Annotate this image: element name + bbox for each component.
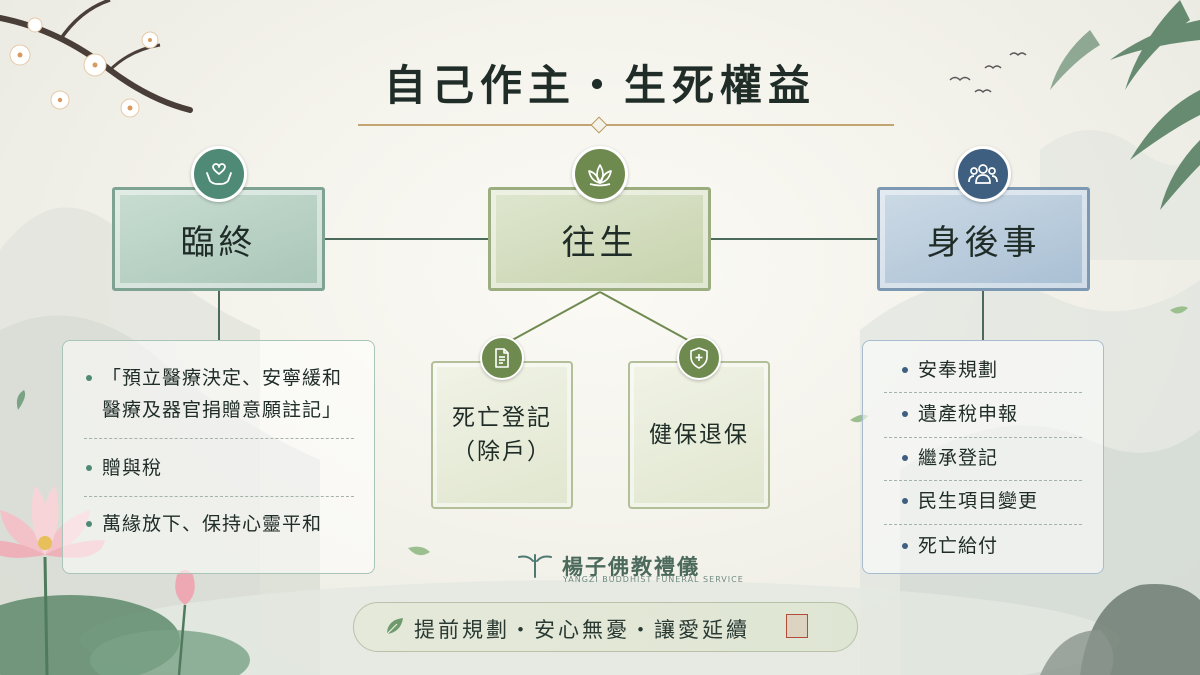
list-item-text: 安奉規劃 [918, 359, 999, 381]
divider [84, 438, 354, 439]
stage-node-dying: 臨終 [112, 187, 325, 291]
lotus-icon [572, 146, 628, 202]
divider [884, 437, 1082, 438]
sub-card-death-registration: 死亡登記 （除戶） [431, 361, 573, 509]
title-divider [358, 124, 894, 126]
list-item: 民生項目變更 [902, 485, 1038, 517]
list-item: 繼承登記 [902, 442, 998, 474]
list-item-text: 醫療及器官捐贈意願註記」 [102, 399, 343, 421]
list-item: 安奉規劃 [902, 354, 998, 386]
list-item: 萬緣放下、保持心靈平和 [86, 508, 366, 540]
list-item-text: 萬緣放下、保持心靈平和 [102, 513, 323, 535]
dying-stage-panel [62, 340, 375, 574]
leaf-icon [383, 614, 407, 638]
list-item-text: 「預立醫療決定、安寧緩和 [102, 367, 343, 389]
sub-card-text: 死亡登記 [452, 405, 552, 431]
heart-hands-icon [191, 146, 247, 202]
brand-subtitle: YANGZI BUDDHIST FUNERAL SERVICE [563, 575, 744, 584]
bullet-dot [86, 465, 92, 471]
list-item-text: 贈與稅 [102, 457, 163, 479]
stage-node-death-label: 往生 [561, 222, 638, 263]
list-item-text: 死亡給付 [918, 535, 999, 557]
connector-mid-right [711, 238, 877, 240]
page-title: 自己作主・生死權益 [383, 61, 816, 110]
bullet-dot [902, 367, 908, 373]
list-item: 「預立醫療決定、安寧緩和 醫療及器官捐贈意願註記」 [86, 362, 366, 426]
stage-node-afterwards: 身後事 [877, 187, 1090, 291]
brand-logo-icon [516, 551, 554, 579]
brand-name: 楊子佛教禮儀 [562, 554, 700, 579]
people-icon [955, 146, 1011, 202]
bullet-dot [902, 411, 908, 417]
sub-card-health-insurance: 健保退保 [628, 361, 770, 509]
divider [84, 496, 354, 497]
stage-node-death: 往生 [488, 187, 711, 291]
bullet-dot [902, 455, 908, 461]
divider [884, 480, 1082, 481]
bullet-dot [86, 375, 92, 381]
list-item-text: 繼承登記 [918, 447, 999, 469]
stage-node-afterwards-label: 身後事 [926, 222, 1041, 263]
bullet-dot [902, 498, 908, 504]
connector-mid-children [504, 291, 696, 345]
connector-left-panel [218, 291, 220, 340]
list-item: 贈與稅 [86, 452, 366, 484]
document-icon [480, 336, 524, 380]
shield-plus-icon [677, 336, 721, 380]
seal-stamp-icon [786, 614, 808, 638]
footer-banner [353, 602, 858, 652]
divider [884, 524, 1082, 525]
list-item: 死亡給付 [902, 530, 998, 562]
stage-node-dying-label: 臨終 [180, 222, 257, 263]
connector-left-mid [325, 238, 488, 240]
footer-slogan: 提前規劃・安心無憂・讓愛延續 [414, 618, 750, 642]
sub-card-text: （除戶） [452, 439, 552, 465]
list-item-text: 民生項目變更 [918, 490, 1039, 512]
bullet-dot [902, 543, 908, 549]
connector-right-panel [982, 291, 984, 340]
list-item: 遺產稅申報 [902, 398, 1018, 430]
divider [884, 392, 1082, 393]
sub-card-text: 健保退保 [649, 422, 749, 448]
bullet-dot [86, 521, 92, 527]
list-item-text: 遺產稅申報 [918, 403, 1019, 425]
